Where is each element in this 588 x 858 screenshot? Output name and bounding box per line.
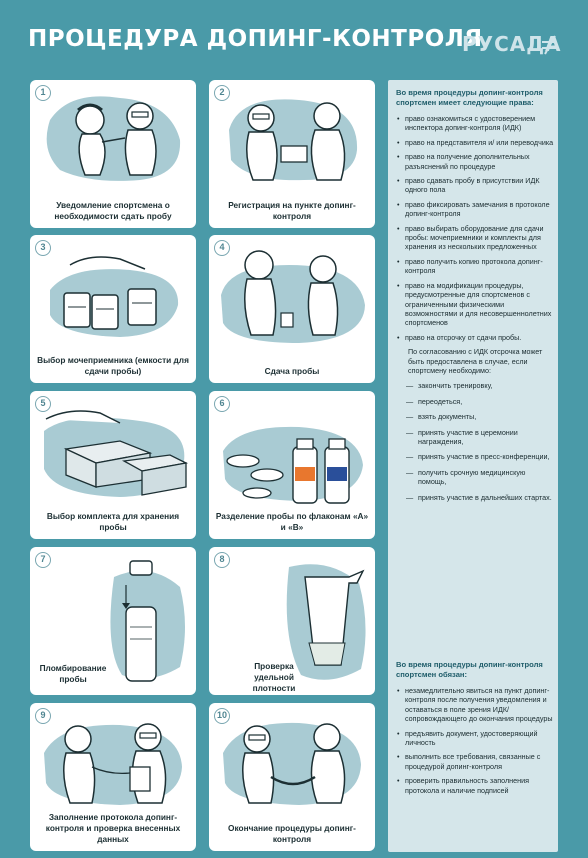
list-item: проверить правильность заполнения проток… bbox=[396, 776, 554, 795]
registration-illustration bbox=[229, 99, 358, 181]
list-item: право на получение дополнительных разъяс… bbox=[396, 152, 554, 171]
cup-selection-illustration bbox=[50, 256, 179, 337]
rights-heading: Во время процедуры допинг-контроля спорт… bbox=[396, 88, 543, 107]
step-card-6: 6 Разделение пробы по флаконам «А» и «В» bbox=[209, 391, 375, 539]
step-caption: Сдача пробы bbox=[264, 366, 320, 376]
duties-list: незамедлительно явиться на пункт допинг-… bbox=[396, 686, 554, 795]
step-number: 8 bbox=[214, 552, 230, 568]
kit-selection-illustration bbox=[44, 410, 189, 497]
list-item: право на отсрочку от сдачи пробы. bbox=[396, 333, 554, 343]
step-caption: Уведомление спортсмена о необходимости с… bbox=[54, 200, 172, 221]
list-item: незамедлительно явиться на пункт допинг-… bbox=[396, 686, 554, 724]
rusada-logo: РУСАДА bbox=[462, 32, 562, 56]
list-item: взять документы, bbox=[406, 412, 554, 422]
protocol-illustration bbox=[44, 723, 182, 805]
step-number: 2 bbox=[214, 85, 230, 101]
logo-mark-icon bbox=[542, 35, 556, 55]
duties-section: Во время процедуры допинг-контроля спорт… bbox=[396, 660, 554, 800]
list-item: получить срочную медицинскую помощь, bbox=[406, 468, 554, 487]
step-number: 1 bbox=[35, 85, 51, 101]
sealing-illustration bbox=[110, 560, 185, 682]
step-caption: Регистрация на пункте допинг-контроля bbox=[228, 200, 356, 221]
list-item: право на представителя и/ или переводчик… bbox=[396, 138, 554, 148]
page-title: ПРОЦЕДУРА ДОПИНГ-КОНТРОЛЯ bbox=[28, 26, 483, 52]
list-item: принять участие в пресс-конференции, bbox=[406, 452, 554, 462]
step-caption: Окончание процедуры допинг-контроля bbox=[228, 823, 356, 844]
step-number: 4 bbox=[214, 240, 230, 256]
step-number: 6 bbox=[214, 396, 230, 412]
list-item: право выбирать оборудование для сдачи пр… bbox=[396, 224, 554, 252]
header: ПРОЦЕДУРА ДОПИНГ-КОНТРОЛЯ РУСАДА bbox=[0, 0, 588, 76]
list-item: право получить копию протокола допинг-ко… bbox=[396, 257, 554, 276]
list-item: принять участие в церемонии награждения, bbox=[406, 428, 554, 447]
list-item: право сдавать пробу в присутствии ИДК од… bbox=[396, 176, 554, 195]
step-number: 9 bbox=[35, 708, 51, 724]
sample-provision-illustration bbox=[221, 250, 365, 343]
delay-section: По согласованию с ИДК отсрочка может быт… bbox=[396, 347, 554, 502]
list-item: закончить тренировку, bbox=[406, 381, 554, 391]
step-number: 10 bbox=[214, 708, 230, 724]
step-caption: Заполнение протокола допинг-контроля и п… bbox=[45, 812, 181, 844]
step-caption: Проверка удельной плотности bbox=[252, 661, 296, 693]
delay-intro: По согласованию с ИДК отсрочка может быт… bbox=[408, 347, 543, 375]
step-caption: Пломбирование пробы bbox=[39, 663, 107, 684]
delay-list: закончить тренировку, переодеться, взять… bbox=[406, 381, 554, 503]
step-card-8: 8 Проверка удельной плотности bbox=[209, 547, 375, 695]
rights-section: Во время процедуры допинг-контроля спорт… bbox=[396, 88, 554, 508]
step-number: 3 bbox=[35, 240, 51, 256]
step-caption: Разделение пробы по флаконам «А» и «В» bbox=[215, 511, 369, 532]
list-item: переодеться, bbox=[406, 397, 554, 407]
list-item: право фиксировать замечания в протоколе … bbox=[396, 200, 554, 219]
list-item: предъявить документ, удостоверяющий личн… bbox=[396, 729, 554, 748]
notification-illustration bbox=[46, 96, 181, 181]
step-number: 5 bbox=[35, 396, 51, 412]
list-item: выполнить все требования, связанные с пр… bbox=[396, 752, 554, 771]
list-item: принять участие в дальнейших стартах. bbox=[406, 493, 554, 503]
step-card-10: 10 Окончание процедуры допинг-контроля bbox=[209, 703, 375, 851]
step-card-1: 1 Уведомление спортсмена о необходимости… bbox=[30, 80, 196, 228]
bottles-illustration bbox=[223, 426, 363, 504]
step-card-4: 4 Сдача пробы bbox=[209, 235, 375, 383]
list-item: право на модификации процедуры, предусмо… bbox=[396, 281, 554, 328]
step-card-3: 3 Выбор мочеприемника (емкости для сдачи… bbox=[30, 235, 196, 383]
completion-illustration bbox=[223, 722, 361, 805]
step-card-9: 9 Заполнение протокола допинг-контроля и… bbox=[30, 703, 196, 851]
step-number: 7 bbox=[35, 552, 51, 568]
density-check-illustration bbox=[286, 564, 366, 680]
step-card-2: 2 Регистрация на пункте допинг-контроля bbox=[209, 80, 375, 228]
duties-heading: Во время процедуры допинг-контроля спорт… bbox=[396, 660, 543, 679]
step-caption: Выбор мочеприемника (емкости для сдачи п… bbox=[37, 355, 189, 376]
rights-list: право ознакомиться с удостоверением инсп… bbox=[396, 114, 554, 343]
list-item: право ознакомиться с удостоверением инсп… bbox=[396, 114, 554, 133]
step-card-5: 5 Выбор комплекта для хранения пробы bbox=[30, 391, 196, 539]
step-caption: Выбор комплекта для хранения пробы bbox=[46, 511, 180, 532]
step-card-7: 7 Пломбирование пробы bbox=[30, 547, 196, 695]
